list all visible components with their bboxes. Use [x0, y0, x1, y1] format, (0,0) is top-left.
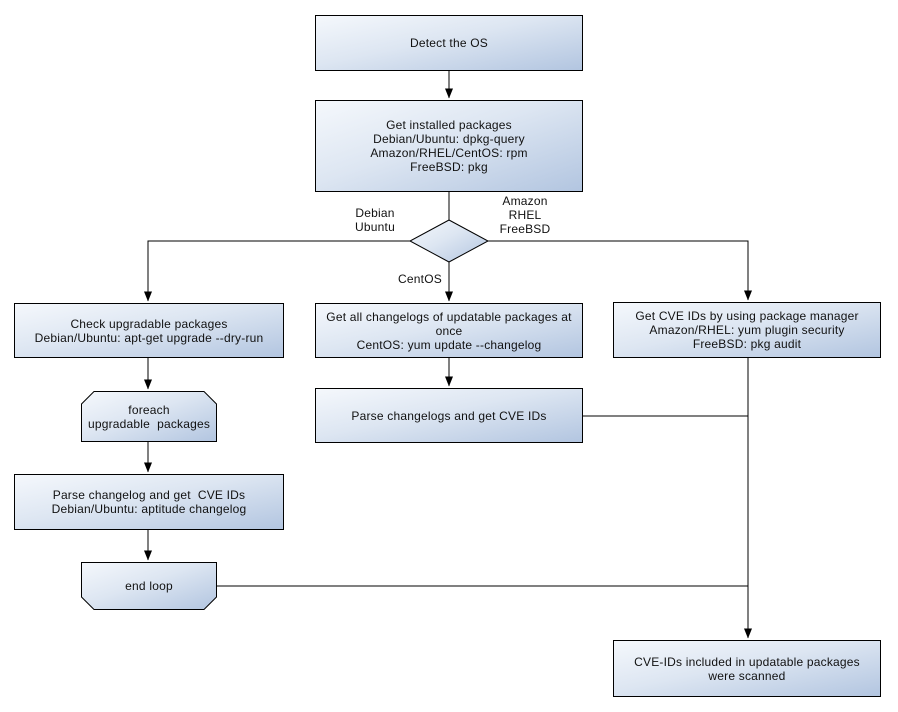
- shape-foreach-loop-start: [81, 391, 217, 442]
- shape-parse-changelog: [14, 474, 284, 530]
- shape-get-all-changelogs: [315, 303, 583, 358]
- shape-parse-changelogs: [315, 388, 583, 443]
- node-shapes: [14, 15, 881, 697]
- shape-check-upgradable: [14, 303, 284, 358]
- shape-os-decision-diamond: [408, 219, 490, 263]
- connectors: [144, 71, 752, 639]
- shape-get-installed-packages: [315, 100, 583, 192]
- shape-end-loop: [81, 562, 217, 610]
- edge-decision-to-cveright: [488, 240, 752, 301]
- shape-result-scanned: [613, 640, 881, 697]
- shape-get-cve-ids-pkg-manager: [613, 302, 881, 358]
- edge-decision-to-check: [144, 240, 410, 302]
- shape-detect-os: [315, 15, 583, 71]
